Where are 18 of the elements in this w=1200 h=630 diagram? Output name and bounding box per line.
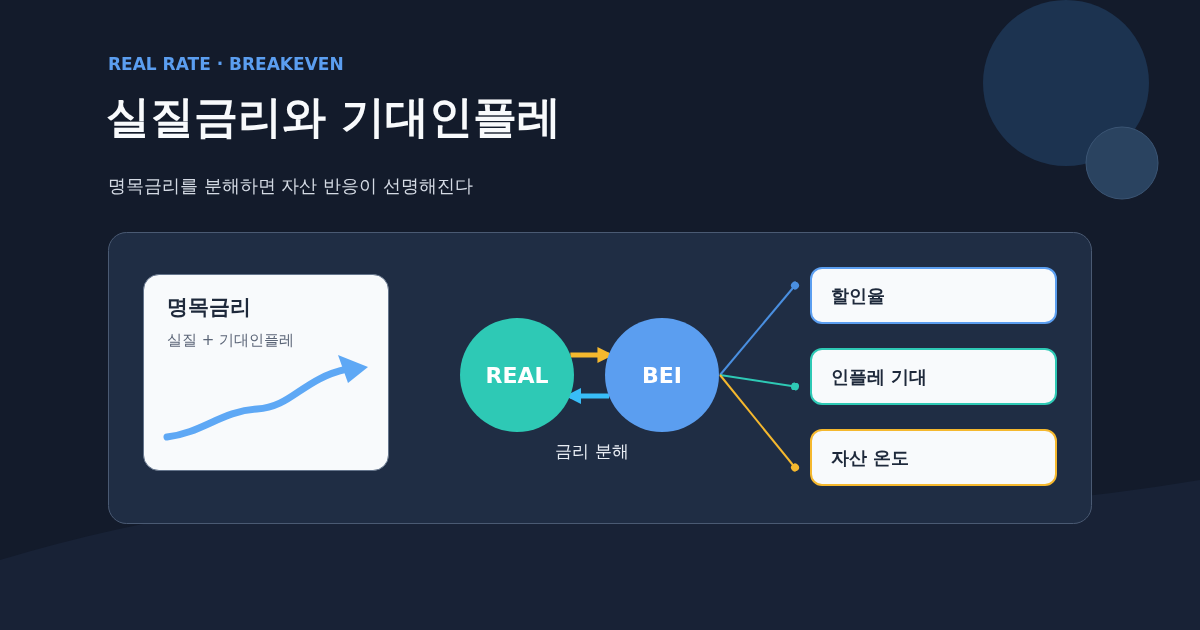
subtitle: 명목금리를 분해하면 자산 반응이 선명해진다 bbox=[108, 174, 473, 198]
box-label: 할인율 bbox=[831, 284, 885, 308]
factor-box bbox=[810, 348, 1057, 405]
card-subtext: 실질 + 기대인플레 bbox=[167, 331, 295, 350]
connector-line bbox=[719, 374, 799, 391]
card-heading: 명목금리 bbox=[167, 294, 251, 321]
connector-line bbox=[719, 281, 799, 376]
title: 실질금리와 기대인플레 bbox=[106, 90, 562, 144]
circle-label: REAL bbox=[485, 362, 549, 388]
factor-box bbox=[810, 267, 1057, 324]
box-label: 인플레 기대 bbox=[831, 365, 928, 389]
box-label: 자산 온도 bbox=[831, 446, 910, 470]
factor-box bbox=[810, 429, 1057, 486]
diagram-caption: 금리 분해 bbox=[554, 440, 630, 463]
circle-label: BEI bbox=[642, 362, 682, 388]
eyebrow-text: REAL RATE · BREAKEVEN bbox=[108, 54, 344, 74]
connector-line bbox=[719, 374, 799, 472]
info-card bbox=[143, 274, 389, 471]
